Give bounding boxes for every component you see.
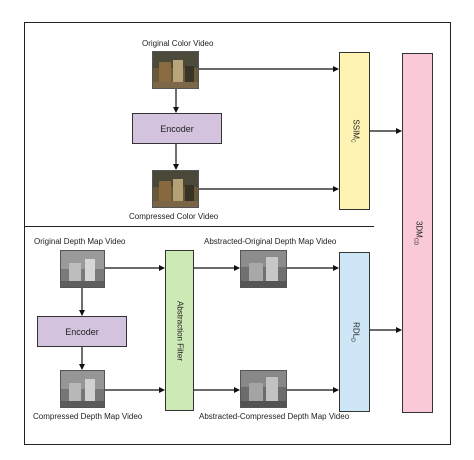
encoder-depth-block: Encoder [37,316,127,347]
original-depth-map-video-label: Original Depth Map Video [34,237,126,246]
original-color-video-label: Original Color Video [142,39,214,48]
compressed-color-video-thumbnail [152,170,199,208]
original-depth-map-video-thumbnail [60,250,105,288]
compressed-color-video-label: Compressed Color Video [129,212,219,221]
abstraction-filter-block: Abstraction Filter [165,250,194,411]
abstracted-compressed-depth-map-video-thumbnail [240,370,287,408]
compressed-depth-map-video-thumbnail [60,370,105,408]
threedm-cd-block: 3DMCD [402,53,433,413]
diagram-frame [24,22,451,445]
abstracted-original-depth-map-video-thumbnail [240,250,287,288]
compressed-depth-map-video-label: Compressed Depth Map Video [33,412,143,421]
encoder-depth-label: Encoder [65,326,99,337]
rdl-d-block: RDLD [339,252,370,412]
original-color-video-thumbnail [152,51,199,89]
abstracted-compressed-depth-map-video-label: Abstracted-Compressed Depth Map Video [199,412,350,421]
abstracted-original-depth-map-video-label: Abstracted-Original Depth Map Video [204,237,337,246]
encoder-color-label: Encoder [160,123,194,134]
section-divider [24,226,374,227]
ssim-c-block: SSIMC [339,52,370,210]
encoder-color-block: Encoder [132,113,222,144]
